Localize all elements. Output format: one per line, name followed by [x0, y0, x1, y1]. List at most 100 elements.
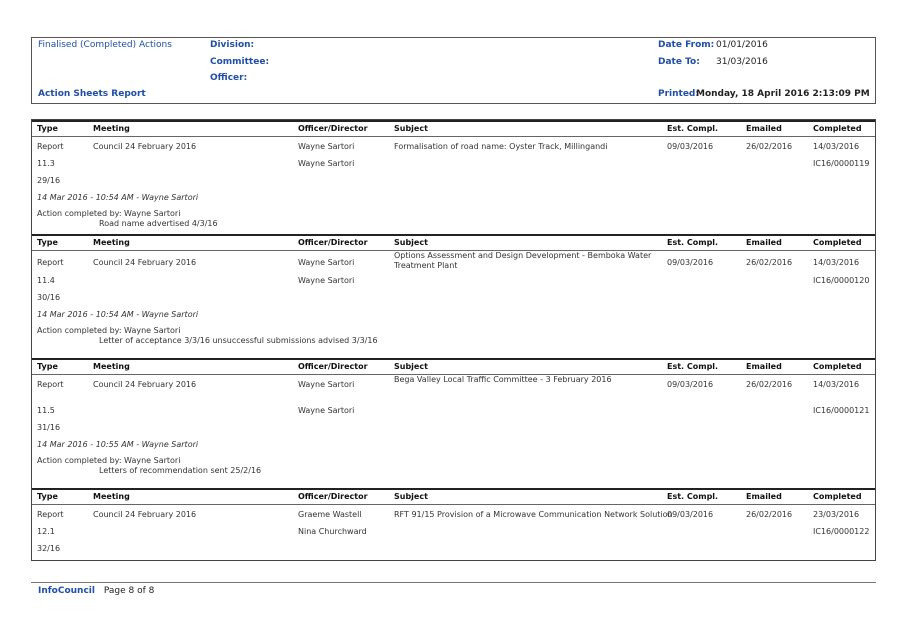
date-to-label: Date To: [658, 57, 700, 67]
report-header: Finalised (Completed) Actions Division: … [31, 37, 876, 104]
column-header-est: Est. Compl. [667, 238, 719, 247]
cell-item-number: 11.5 [37, 406, 55, 415]
column-header-meeting: Meeting [93, 238, 130, 247]
column-header-subject: Subject [394, 238, 428, 247]
cell-meeting: Council 24 February 2016 [93, 510, 197, 519]
action-note: 14 Mar 2016 - 10:54 AM - Wayne Sartori [37, 193, 199, 202]
column-header-est: Est. Compl. [667, 124, 719, 133]
cell-item-number: 11.3 [37, 159, 55, 168]
cell-type: Report [37, 258, 64, 267]
printed-value: Monday, 18 April 2016 2:13:09 PM [696, 89, 870, 99]
cell-type: Report [37, 510, 64, 519]
column-header-officer: Officer/Director [298, 124, 368, 133]
division-label: Division: [210, 40, 255, 50]
column-header-type: Type [37, 492, 58, 501]
column-header-emailed: Emailed [746, 492, 782, 501]
cell-meeting: Council 24 February 2016 [93, 380, 197, 389]
cell-item-number: 11.4 [37, 276, 55, 285]
cell-subject: Options Assessment and Design Developmen… [394, 251, 652, 260]
column-header-type: Type [37, 238, 58, 247]
cell-officer: Wayne Sartori [298, 142, 355, 151]
column-header-subject: Subject [394, 124, 428, 133]
column-header-completed: Completed [813, 238, 862, 247]
cell-resolution-number: 31/16 [37, 423, 61, 432]
column-header-emailed: Emailed [746, 362, 782, 371]
cell-resolution-number: 32/16 [37, 544, 61, 553]
action-detail: Letters of recommendation sent 25/2/16 [99, 466, 262, 475]
column-header-completed: Completed [813, 124, 862, 133]
cell-officer: Graeme Wastell [298, 510, 362, 519]
column-header-completed: Completed [813, 362, 862, 371]
column-header-est: Est. Compl. [667, 362, 719, 371]
cell-est-compl: 09/03/2016 [667, 510, 714, 519]
cell-officer-2: Wayne Sartori [298, 276, 355, 285]
cell-emailed: 26/02/2016 [746, 510, 793, 519]
officer-label: Officer: [210, 73, 248, 83]
table-header-row: Type Meeting Officer/Director Subject Est. C… [32, 234, 875, 251]
date-from-label: Date From: [658, 40, 715, 50]
column-header-completed: Completed [813, 492, 862, 501]
column-header-subject: Subject [394, 362, 428, 371]
table-header-row: Type Meeting Officer/Director Subject Est. C… [32, 358, 875, 375]
footer-brand: InfoCouncil [38, 586, 95, 596]
cell-subject: Formalisation of road name: Oyster Track… [394, 142, 608, 151]
column-header-emailed: Emailed [746, 238, 782, 247]
action-note: 14 Mar 2016 - 10:54 AM - Wayne Sartori [37, 310, 199, 319]
column-header-type: Type [37, 124, 58, 133]
column-header-meeting: Meeting [93, 492, 130, 501]
cell-officer-2: Wayne Sartori [298, 406, 355, 415]
column-header-officer: Officer/Director [298, 238, 368, 247]
cell-reference: IC16/0000122 [813, 527, 870, 536]
cell-completed: 14/03/2016 [813, 258, 860, 267]
cell-est-compl: 09/03/2016 [667, 380, 714, 389]
cell-meeting: Council 24 February 2016 [93, 258, 197, 267]
date-from-value: 01/01/2016 [716, 40, 768, 50]
column-header-emailed: Emailed [746, 124, 782, 133]
cell-completed: 14/03/2016 [813, 380, 860, 389]
action-note: 14 Mar 2016 - 10:55 AM - Wayne Sartori [37, 440, 199, 449]
column-header-subject: Subject [394, 492, 428, 501]
cell-reference: IC16/0000120 [813, 276, 870, 285]
action-detail: Road name advertised 4/3/16 [99, 219, 218, 228]
footer-divider [31, 582, 876, 583]
cell-type: Report [37, 380, 64, 389]
date-to-value: 31/03/2016 [716, 57, 768, 67]
printed-label: Printed: [658, 89, 699, 99]
page-footer: InfoCouncil Page 8 of 8 [38, 586, 154, 596]
cell-emailed: 26/02/2016 [746, 258, 793, 267]
report-title: Action Sheets Report [38, 89, 146, 99]
cell-officer-2: Wayne Sartori [298, 159, 355, 168]
action-completed-by: Action completed by: Wayne Sartori [37, 326, 181, 335]
table-header-row: Type Meeting Officer/Director Subject Est. C… [32, 120, 875, 137]
cell-resolution-number: 30/16 [37, 293, 61, 302]
cell-completed: 23/03/2016 [813, 510, 860, 519]
cell-reference: IC16/0000119 [813, 159, 870, 168]
cell-subject-cont: Treatment Plant [394, 261, 458, 270]
report-type: Finalised (Completed) Actions [38, 40, 172, 50]
cell-resolution-number: 29/16 [37, 176, 61, 185]
column-header-est: Est. Compl. [667, 492, 719, 501]
column-header-officer: Officer/Director [298, 362, 368, 371]
cell-subject: RFT 91/15 Provision of a Microwave Commu… [394, 510, 673, 519]
cell-item-number: 12.1 [37, 527, 55, 536]
column-header-meeting: Meeting [93, 362, 130, 371]
action-completed-by: Action completed by: Wayne Sartori [37, 209, 181, 218]
action-detail: Letter of acceptance 3/3/16 unsuccessful… [99, 336, 378, 345]
cell-reference: IC16/0000121 [813, 406, 870, 415]
column-header-meeting: Meeting [93, 124, 130, 133]
cell-emailed: 26/02/2016 [746, 380, 793, 389]
footer-page-number: Page 8 of 8 [103, 586, 155, 596]
cell-officer: Wayne Sartori [298, 380, 355, 389]
committee-label: Committee: [210, 57, 270, 67]
action-completed-by: Action completed by: Wayne Sartori [37, 456, 181, 465]
cell-meeting: Council 24 February 2016 [93, 142, 197, 151]
cell-type: Report [37, 142, 64, 151]
column-header-type: Type [37, 362, 58, 371]
cell-est-compl: 09/03/2016 [667, 258, 714, 267]
cell-officer: Wayne Sartori [298, 258, 355, 267]
cell-subject: Bega Valley Local Traffic Committee - 3 … [394, 375, 612, 384]
cell-completed: 14/03/2016 [813, 142, 860, 151]
cell-est-compl: 09/03/2016 [667, 142, 714, 151]
